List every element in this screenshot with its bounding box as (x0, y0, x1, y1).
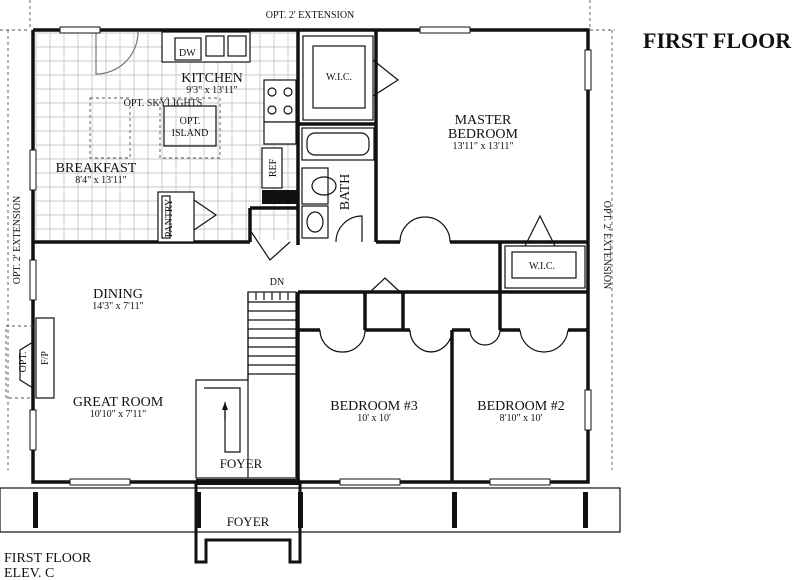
skylights-label: OPT. SKYLIGHTS (124, 98, 203, 109)
master-dims: 13'11" x 13'11" (452, 141, 513, 152)
wic-master (302, 35, 400, 121)
caption-line-1: FIRST FLOOR (4, 551, 92, 566)
island-label-1: OPT. (180, 116, 201, 127)
wic-hall (504, 214, 586, 289)
kitchen-name: KITCHEN (181, 71, 242, 86)
kitchen-counters (89, 31, 298, 204)
breakfast-dims: 8'4" x 13'11" (75, 175, 126, 186)
master-name-1: MASTER (455, 113, 512, 128)
wic-master-label: W.I.C. (326, 72, 352, 83)
dining-name: DINING (93, 287, 143, 302)
exterior-walls (31, 28, 590, 484)
great-room-name: GREAT ROOM (73, 395, 164, 410)
foyer-porch-label: FOYER (227, 514, 270, 529)
windows (29, 26, 592, 486)
pantry-label: PANTRY (164, 199, 175, 238)
doors (249, 216, 569, 353)
bath-fixtures (301, 127, 375, 243)
great-room-dims: 10'10" x 7'11" (90, 409, 146, 420)
plan-title: FIRST FLOOR (643, 28, 792, 53)
dining-dims: 14'3" x 7'11" (92, 301, 143, 312)
bedroom2-dims: 8'10" x 10' (500, 413, 543, 424)
stairs (195, 291, 297, 479)
extension-outlines (0, 0, 615, 470)
bath-label: BATH (338, 174, 353, 211)
plan-labels: FIRST FLOOR OPT. 2' EXTENSION OPT. 2' EX… (4, 10, 792, 580)
dw-label: DW (179, 48, 196, 59)
ref-label: REF (268, 158, 279, 177)
kitchen-dims: 9'3" x 13'11" (186, 85, 237, 96)
bedroom2-name: BEDROOM #2 (477, 399, 565, 414)
breakfast-name: BREAKFAST (56, 161, 137, 176)
foyer-inner-label: FOYER (220, 456, 263, 471)
dn-label: DN (270, 277, 284, 288)
ext-label-right: OPT. 2' EXTENSION (601, 201, 612, 290)
opt-fp-label: OPT. (18, 352, 29, 373)
ext-label-left: OPT. 2' EXTENSION (12, 196, 23, 285)
fireplace (5, 317, 55, 399)
wic-hall-label: W.I.C. (529, 261, 555, 272)
interior-walls (33, 30, 588, 482)
caption-line-2: ELEV. C (4, 566, 54, 580)
ext-label-top: OPT. 2' EXTENSION (266, 10, 355, 21)
island-label-2: ISLAND (172, 128, 209, 139)
pantry (157, 191, 218, 243)
bedroom3-dims: 10' x 10' (357, 413, 391, 424)
fp-label: F/P (40, 351, 51, 365)
master-name-2: BEDROOM (448, 127, 519, 142)
bedroom3-name: BEDROOM #3 (330, 399, 418, 414)
front-porch (0, 479, 621, 564)
